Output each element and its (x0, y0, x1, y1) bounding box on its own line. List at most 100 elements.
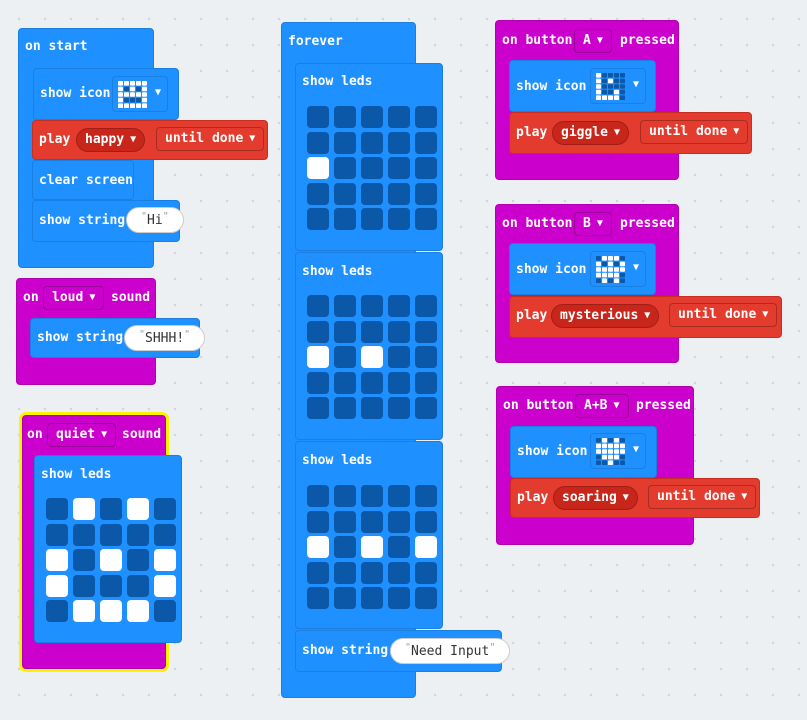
led-cell[interactable] (415, 485, 437, 507)
led-cell[interactable] (73, 574, 95, 597)
melody-dropdown[interactable]: giggle▼ (552, 121, 629, 145)
led-cell[interactable] (334, 208, 356, 230)
led-cell[interactable] (334, 157, 356, 179)
led-cell[interactable] (388, 320, 410, 343)
led-cell[interactable] (361, 295, 383, 317)
led-cell[interactable] (361, 587, 383, 609)
led-cell[interactable] (307, 561, 329, 584)
led-cell[interactable] (127, 523, 149, 546)
until-done-dropdown[interactable]: until done▼ (648, 485, 757, 509)
led-cell[interactable] (361, 182, 383, 205)
led-cell[interactable] (154, 498, 176, 520)
string-input[interactable]: "Need Input" (390, 638, 511, 664)
string-input[interactable]: "Hi" (126, 207, 184, 233)
led-cell[interactable] (73, 523, 95, 546)
until-done-dropdown[interactable]: until done▼ (156, 127, 265, 151)
button-dropdown[interactable]: A+B▼ (575, 394, 629, 418)
led-cell[interactable] (100, 549, 122, 571)
led-cell[interactable] (361, 346, 383, 368)
led-cell[interactable] (388, 485, 410, 507)
led-cell[interactable] (334, 536, 356, 558)
led-cell[interactable] (307, 208, 329, 230)
led-cell[interactable] (307, 106, 329, 128)
led-cell[interactable] (307, 587, 329, 609)
led-cell[interactable] (334, 485, 356, 507)
led-cell[interactable] (127, 549, 149, 571)
button-dropdown[interactable]: A▼ (574, 29, 612, 53)
led-cell[interactable] (361, 371, 383, 394)
led-cell[interactable] (154, 549, 176, 571)
led-cell[interactable] (415, 106, 437, 128)
led-matrix[interactable] (307, 106, 437, 230)
led-cell[interactable] (334, 561, 356, 584)
led-cell[interactable] (415, 346, 437, 368)
led-cell[interactable] (154, 574, 176, 597)
led-cell[interactable] (415, 536, 437, 558)
led-cell[interactable] (415, 295, 437, 317)
led-cell[interactable] (334, 587, 356, 609)
led-cell[interactable] (73, 600, 95, 622)
icon-picker[interactable]: ▼ (590, 251, 646, 287)
led-cell[interactable] (361, 131, 383, 154)
led-cell[interactable] (334, 510, 356, 533)
led-cell[interactable] (415, 397, 437, 419)
led-cell[interactable] (46, 574, 68, 597)
led-cell[interactable] (100, 498, 122, 520)
led-cell[interactable] (334, 371, 356, 394)
led-cell[interactable] (361, 536, 383, 558)
led-cell[interactable] (154, 523, 176, 546)
led-matrix[interactable] (307, 295, 437, 419)
led-cell[interactable] (361, 157, 383, 179)
led-cell[interactable] (415, 157, 437, 179)
led-cell[interactable] (388, 295, 410, 317)
led-cell[interactable] (334, 106, 356, 128)
led-cell[interactable] (361, 561, 383, 584)
clear-screen-block[interactable] (32, 160, 134, 200)
led-cell[interactable] (388, 371, 410, 394)
led-cell[interactable] (100, 523, 122, 546)
led-cell[interactable] (127, 498, 149, 520)
led-cell[interactable] (334, 397, 356, 419)
led-cell[interactable] (334, 346, 356, 368)
led-cell[interactable] (388, 536, 410, 558)
led-cell[interactable] (388, 587, 410, 609)
led-cell[interactable] (361, 510, 383, 533)
led-cell[interactable] (307, 157, 329, 179)
led-cell[interactable] (307, 536, 329, 558)
led-cell[interactable] (388, 182, 410, 205)
led-cell[interactable] (388, 106, 410, 128)
led-cell[interactable] (307, 346, 329, 368)
icon-picker[interactable]: ▼ (112, 76, 168, 112)
led-cell[interactable] (307, 510, 329, 533)
led-cell[interactable] (127, 600, 149, 622)
led-cell[interactable] (334, 320, 356, 343)
button-dropdown[interactable]: B▼ (574, 212, 612, 236)
led-cell[interactable] (388, 131, 410, 154)
sound-level-dropdown[interactable]: quiet▼ (47, 423, 117, 447)
led-cell[interactable] (361, 106, 383, 128)
led-matrix[interactable] (46, 498, 176, 622)
melody-dropdown[interactable]: mysterious▼ (551, 304, 660, 328)
led-cell[interactable] (388, 157, 410, 179)
led-cell[interactable] (388, 510, 410, 533)
led-matrix[interactable] (307, 485, 437, 609)
led-cell[interactable] (361, 485, 383, 507)
led-cell[interactable] (334, 182, 356, 205)
icon-picker[interactable]: ▼ (590, 433, 646, 469)
led-cell[interactable] (73, 549, 95, 571)
led-cell[interactable] (334, 295, 356, 317)
led-cell[interactable] (307, 397, 329, 419)
led-cell[interactable] (415, 182, 437, 205)
led-cell[interactable] (307, 131, 329, 154)
led-cell[interactable] (307, 295, 329, 317)
led-cell[interactable] (46, 498, 68, 520)
led-cell[interactable] (127, 574, 149, 597)
led-cell[interactable] (415, 320, 437, 343)
until-done-dropdown[interactable]: until done▼ (669, 303, 778, 327)
melody-dropdown[interactable]: soaring▼ (553, 486, 638, 510)
led-cell[interactable] (415, 587, 437, 609)
melody-dropdown[interactable]: happy▼ (76, 128, 146, 152)
led-cell[interactable] (388, 346, 410, 368)
led-cell[interactable] (388, 208, 410, 230)
led-cell[interactable] (361, 208, 383, 230)
